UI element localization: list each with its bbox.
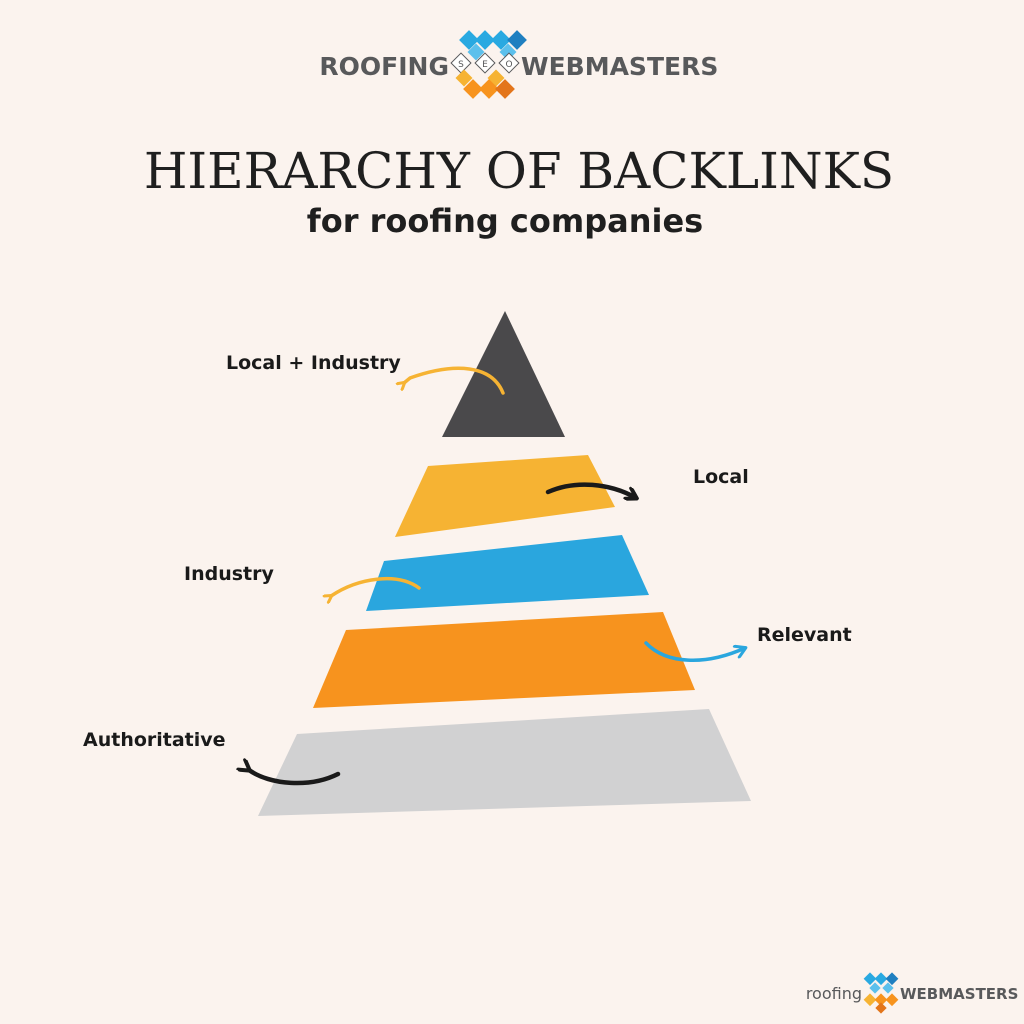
tier-label-industry: Industry [184, 563, 274, 585]
tier-label-local: Local [693, 466, 749, 488]
arrow-industry-icon [331, 576, 421, 596]
tier-label-relevant: Relevant [757, 624, 852, 646]
emblem-letter-e: E [482, 60, 488, 70]
tier-label-authoritative: Authoritative [83, 729, 226, 751]
arrow-relevant-icon [644, 641, 745, 662]
footer-logo-webmasters: WEBMASTERS [900, 985, 1018, 1003]
arrow-local-industry-icon [404, 366, 505, 395]
footer-logo: roofing WEBMASTERS [806, 972, 1018, 1014]
emblem-letter-o: O [505, 60, 512, 70]
label-arrows [249, 366, 745, 786]
tier-label-local-industry: Local + Industry [226, 352, 401, 374]
pyramid-tier-authoritative [258, 709, 751, 816]
arrow-local-icon [545, 482, 636, 498]
pyramid-tier-industry [366, 535, 649, 611]
header-logo: S E O ROOFING WEBMASTERS [319, 30, 718, 99]
page-title: HIERARCHY OF BACKLINKS [144, 142, 894, 200]
pyramid [258, 311, 751, 816]
arrow-authoritative-icon [249, 770, 341, 786]
footer-logo-roofing: roofing [806, 984, 862, 1003]
emblem-letter-s: S [458, 60, 464, 70]
pyramid-tier-local [395, 455, 615, 537]
header-logo-roofing: ROOFING [319, 52, 449, 81]
page-subtitle: for roofing companies [307, 202, 703, 240]
footer-diamond-emblem-icon [863, 972, 899, 1014]
seo-diamond-emblem-icon: S E O [450, 30, 527, 99]
pyramid-tier-relevant [313, 612, 695, 708]
header-logo-webmasters: WEBMASTERS [521, 52, 718, 81]
pyramid-tier-local-industry [442, 311, 565, 437]
